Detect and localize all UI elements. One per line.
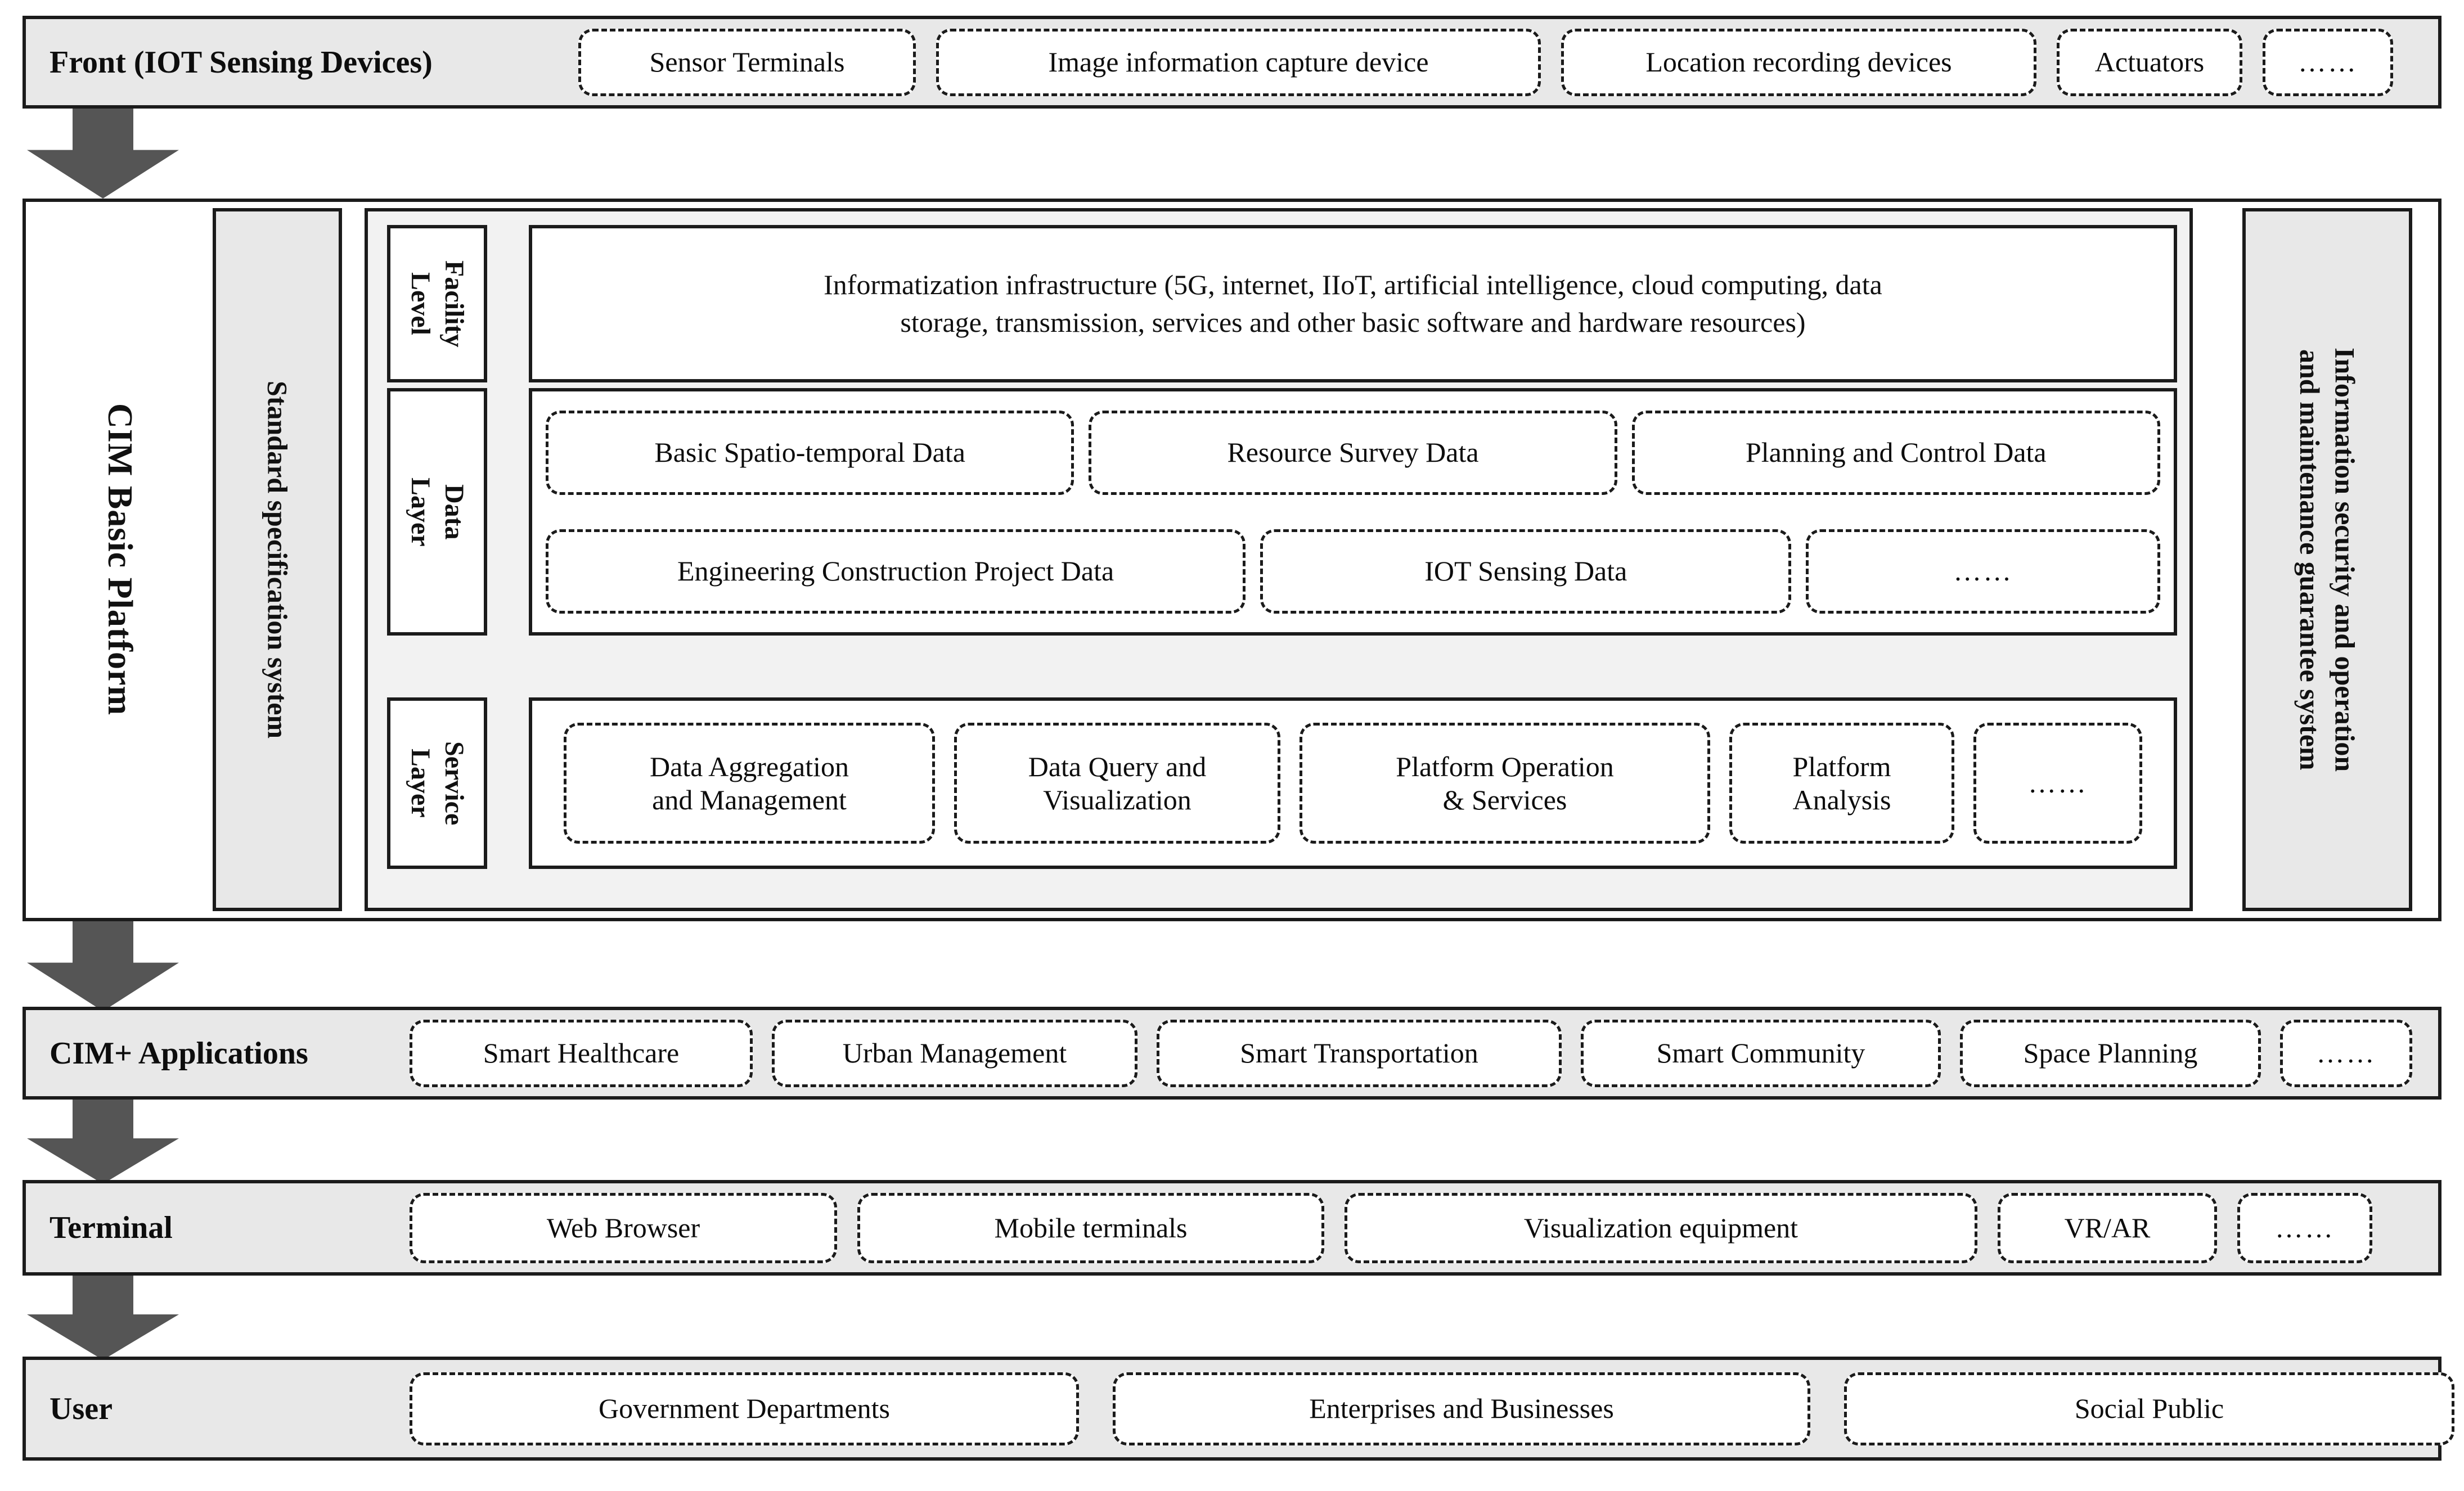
arrow-applications-to-terminal — [27, 1100, 179, 1184]
service-layer-label-box: Service Layer — [387, 697, 487, 869]
data-chip-resource-survey[interactable]: Resource Survey Data — [1089, 410, 1617, 495]
front-layer-items: Sensor Terminals Image information captu… — [578, 19, 2438, 105]
service-chip-ellipsis[interactable]: …… — [1973, 723, 2142, 844]
service-chip-data-query[interactable]: Data Query and Visualization — [954, 723, 1280, 844]
facility-level-label-box: Facility Level — [387, 225, 487, 382]
user-chip-government-departments[interactable]: Government Departments — [410, 1372, 1079, 1445]
standard-specification-panel: Standard specification system — [213, 208, 342, 911]
data-layer-label: Data Layer — [403, 478, 471, 547]
application-chip-smart-transportation[interactable]: Smart Transportation — [1157, 1019, 1562, 1087]
facility-level-body: Informatization infrastructure (5G, inte… — [529, 225, 2177, 382]
data-layer-rows: Basic Spatio-temporal Data Resource Surv… — [532, 391, 2174, 632]
data-layer-label-line2: Layer — [406, 477, 435, 547]
terminal-chip-web-browser[interactable]: Web Browser — [410, 1192, 837, 1263]
application-chip-smart-community[interactable]: Smart Community — [1581, 1019, 1941, 1087]
cim-basic-platform-title: CIM Basic Platform — [29, 205, 209, 914]
facility-level-label: Facility Level — [403, 260, 471, 348]
front-layer-title: Front (IOT Sensing Devices) — [50, 44, 433, 80]
facility-level-text-line1: Informatization infrastructure (5G, inte… — [824, 268, 1882, 300]
front-item-actuators[interactable]: Actuators — [2057, 28, 2242, 96]
user-layer-items: Government Departments Enterprises and B… — [410, 1360, 2454, 1457]
user-layer-title: User — [50, 1391, 113, 1426]
data-chip-planning-and-control[interactable]: Planning and Control Data — [1631, 410, 2160, 495]
user-chip-enterprises-businesses[interactable]: Enterprises and Businesses — [1113, 1372, 1810, 1445]
facility-level-text-line2: storage, transmission, services and othe… — [900, 307, 1806, 338]
service-layer-label-line1: Service — [439, 741, 469, 826]
cim-basic-platform-title-text: CIM Basic Platform — [100, 403, 139, 716]
terminal-chip-visualization-equipment[interactable]: Visualization equipment — [1345, 1192, 1977, 1263]
terminal-chip-vr-ar[interactable]: VR/AR — [1998, 1192, 2217, 1263]
service-layer-label-line2: Layer — [406, 749, 435, 818]
service-chip-platform-operation[interactable]: Platform Operation & Services — [1300, 723, 1710, 844]
standard-specification-label: Standard specification system — [262, 380, 294, 739]
data-layer-body: Basic Spatio-temporal Data Resource Surv… — [529, 388, 2177, 636]
application-chip-urban-management[interactable]: Urban Management — [772, 1019, 1137, 1087]
terminal-layer-band: Terminal Web Browser Mobile terminals Vi… — [23, 1180, 2441, 1276]
data-chip-ellipsis[interactable]: …… — [1806, 529, 2160, 614]
terminal-layer-title: Terminal — [50, 1210, 173, 1245]
facility-level-label-line2: Level — [406, 272, 435, 335]
front-item-image-capture[interactable]: Image information capture device — [936, 28, 1541, 96]
service-layer-body: Data Aggregation and Management Data Que… — [529, 697, 2177, 869]
front-item-location-recording[interactable]: Location recording devices — [1561, 28, 2036, 96]
applications-layer-items: Smart Healthcare Urban Management Smart … — [410, 1010, 2438, 1096]
arrow-platform-to-applications — [27, 921, 179, 1011]
data-layer-row-2: Engineering Construction Project Data IO… — [546, 518, 2160, 624]
front-layer-band: Front (IOT Sensing Devices) Sensor Termi… — [23, 16, 2441, 109]
terminal-chip-ellipsis[interactable]: …… — [2237, 1192, 2372, 1263]
facility-level-label-line1: Facility — [439, 260, 469, 348]
service-layer-label: Service Layer — [403, 741, 471, 825]
applications-layer-title: CIM+ Applications — [50, 1035, 308, 1071]
data-chip-engineering-construction[interactable]: Engineering Construction Project Data — [546, 529, 1246, 614]
service-chip-platform-analysis[interactable]: Platform Analysis — [1729, 723, 1954, 844]
service-chip-data-aggregation[interactable]: Data Aggregation and Management — [564, 723, 935, 844]
information-security-line2: and maintenance guarantee system — [2294, 349, 2326, 771]
data-layer-label-box: Data Layer — [387, 388, 487, 636]
user-chip-social-public[interactable]: Social Public — [1844, 1372, 2454, 1445]
arrow-terminal-to-user — [27, 1276, 179, 1360]
data-layer-label-line1: Data — [439, 484, 469, 540]
service-layer-items: Data Aggregation and Management Data Que… — [548, 723, 2158, 844]
data-chip-iot-sensing[interactable]: IOT Sensing Data — [1260, 529, 1792, 614]
information-security-label: Information security and operation and m… — [2292, 348, 2363, 772]
front-item-sensor-terminals[interactable]: Sensor Terminals — [578, 28, 916, 96]
data-layer-row-1: Basic Spatio-temporal Data Resource Surv… — [546, 399, 2160, 506]
terminal-layer-items: Web Browser Mobile terminals Visualizati… — [410, 1183, 2438, 1272]
user-layer-band: User Government Departments Enterprises … — [23, 1357, 2454, 1461]
application-chip-space-planning[interactable]: Space Planning — [1960, 1019, 2261, 1087]
terminal-chip-mobile-terminals[interactable]: Mobile terminals — [857, 1192, 1324, 1263]
data-chip-basic-spatio-temporal[interactable]: Basic Spatio-temporal Data — [546, 410, 1074, 495]
application-chip-ellipsis[interactable]: …… — [2280, 1019, 2412, 1087]
applications-layer-band: CIM+ Applications Smart Healthcare Urban… — [23, 1007, 2441, 1100]
application-chip-smart-healthcare[interactable]: Smart Healthcare — [410, 1019, 753, 1087]
arrow-front-to-platform — [27, 109, 179, 199]
information-security-panel: Information security and operation and m… — [2242, 208, 2412, 911]
information-security-line1: Information security and operation — [2329, 347, 2361, 772]
front-item-ellipsis[interactable]: …… — [2263, 28, 2393, 96]
